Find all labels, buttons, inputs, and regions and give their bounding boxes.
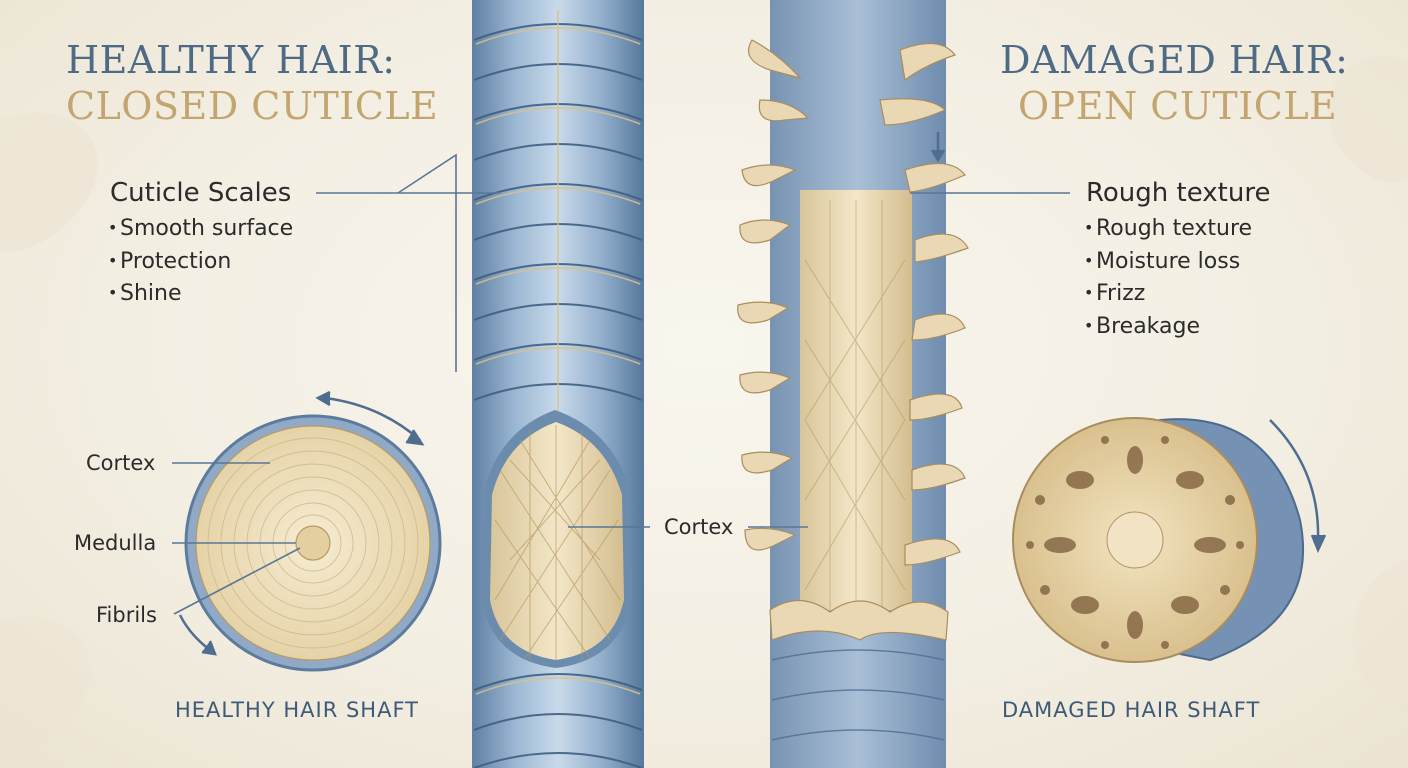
- healthy-hair-shaft: [472, 0, 644, 768]
- list-item: •Breakage: [1084, 313, 1201, 339]
- list-item: •Shine: [108, 281, 182, 306]
- list-item: •Moisture loss: [1084, 248, 1241, 274]
- cuticle-scales-heading: Cuticle Scales: [110, 178, 292, 208]
- damaged-caption: DAMAGED HAIR SHAFT: [1002, 698, 1261, 722]
- damage-effects-list: •Rough texture •Moisture loss •Frizz •Br…: [1084, 212, 1252, 342]
- healthy-subtitle: CLOSED CUTICLE: [66, 84, 439, 128]
- healthy-title: HEALTHY HAIR:: [66, 38, 396, 82]
- healthy-benefits-list: •Smooth surface •Protection •Shine: [108, 212, 293, 310]
- shaft-cortex-label: Cortex: [664, 515, 734, 539]
- rotation-arrow-icon: [1269, 419, 1327, 554]
- healthy-caption: HEALTHY HAIR SHAFT: [175, 698, 419, 722]
- rotation-arrow-icon: [178, 614, 217, 656]
- damaged-subtitle: OPEN CUTICLE: [1018, 84, 1338, 128]
- down-arrow-icon: [930, 132, 946, 163]
- medulla-label: Medulla: [74, 531, 157, 555]
- list-item: •Frizz: [1084, 281, 1146, 306]
- cortex-label: Cortex: [86, 451, 156, 475]
- rotation-arrow-icon: [315, 390, 425, 446]
- list-item: •Rough texture: [1084, 216, 1253, 241]
- damaged-hair-shaft: [737, 0, 969, 768]
- fibrils-label: Fibrils: [96, 603, 157, 627]
- damaged-title: DAMAGED HAIR:: [1000, 38, 1349, 82]
- leader-lines: [172, 153, 1070, 615]
- rough-texture-heading: Rough texture: [1086, 178, 1271, 208]
- list-item: •Smooth surface: [108, 216, 294, 241]
- damaged-cross-section: [1012, 417, 1305, 663]
- list-item: •Protection: [108, 248, 232, 274]
